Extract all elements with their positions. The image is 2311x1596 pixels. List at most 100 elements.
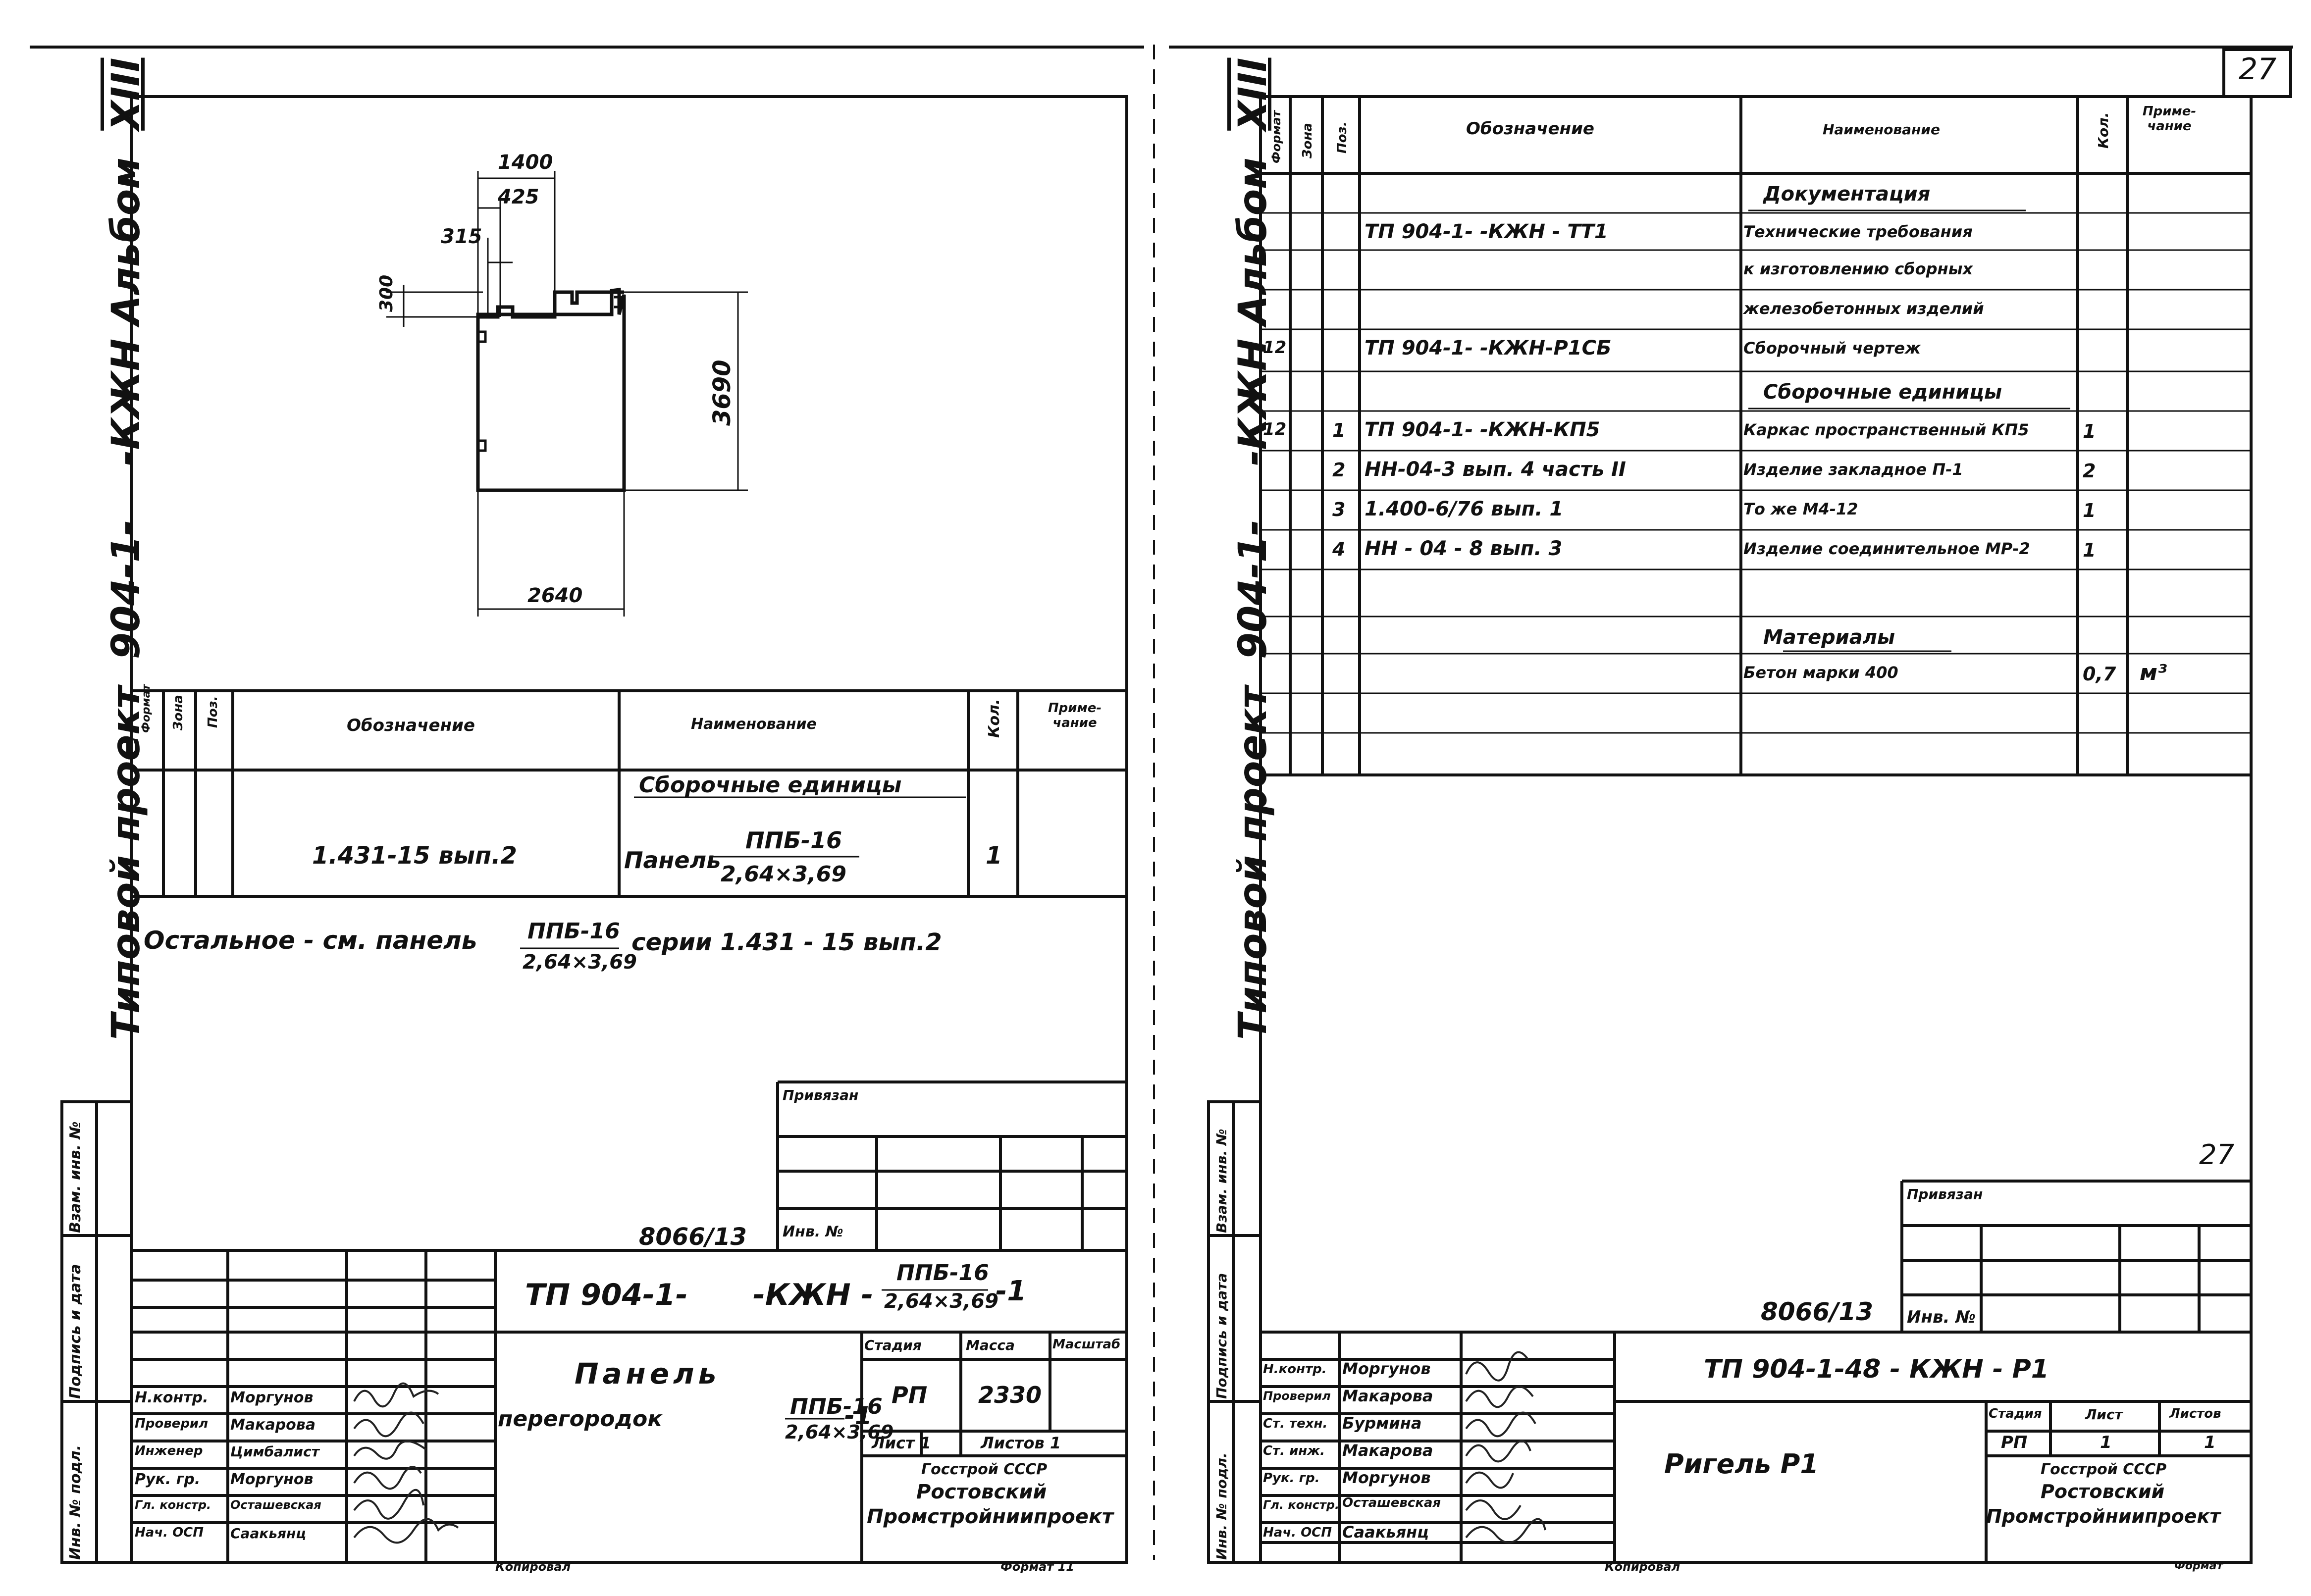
section-assembly: Сборочные единицы bbox=[639, 772, 902, 798]
staff-name-5: Саакьянц bbox=[230, 1525, 307, 1542]
staff-role-5: Нач. ОСП bbox=[135, 1525, 204, 1540]
staff-name-0: Моргунов bbox=[1342, 1359, 1431, 1378]
dim-315: 315 bbox=[441, 225, 482, 248]
row-designation: ТП 904-1- -КЖН-Р1СБ bbox=[1365, 337, 1612, 360]
hdr-name: Наименование bbox=[691, 716, 817, 733]
row-name: Изделие соединительное МР-2 bbox=[1743, 539, 2030, 558]
staff-role-4: Рук. гр. bbox=[1263, 1471, 1320, 1486]
row-name: Материалы bbox=[1763, 626, 1895, 649]
hdr-note: Приме-чание bbox=[1048, 701, 1102, 730]
drawing-code: ТП 904-1-48 - КЖН - Р1 bbox=[1704, 1354, 2049, 1384]
staff-name-2: Цимбалист bbox=[230, 1443, 319, 1460]
sheet-header: Лист bbox=[2085, 1406, 2123, 1423]
row-name: Бетон марки 400 bbox=[1743, 663, 1898, 682]
row1-name: Панель bbox=[624, 847, 721, 874]
staff-name-3: Моргунов bbox=[230, 1471, 314, 1488]
staff-role-1: Проверил bbox=[135, 1416, 209, 1431]
row-qty: 1 bbox=[2083, 539, 2096, 561]
row-name: Документация bbox=[1763, 183, 1931, 206]
org-line2: Ростовский bbox=[2041, 1481, 2165, 1502]
row-designation: ТП 904-1- -КЖН - ТТ1 bbox=[1365, 220, 1608, 243]
bound-label: Привязан bbox=[1907, 1186, 1983, 1202]
staff-role-4: Гл. констр. bbox=[135, 1498, 211, 1512]
org-line2: Ростовский bbox=[916, 1481, 1047, 1503]
row1-designation: 1.431-15 вып.2 bbox=[312, 842, 517, 870]
note-post: серии 1.431 - 15 вып.2 bbox=[631, 928, 942, 956]
staff-name-0: Моргунов bbox=[230, 1389, 314, 1406]
row-pos: 3 bbox=[1332, 499, 1346, 520]
stage-header: Стадия bbox=[1989, 1406, 2042, 1421]
dim-1400: 1400 bbox=[498, 151, 553, 174]
row-name: То же М4-12 bbox=[1743, 500, 1858, 518]
page-number-top: 27 bbox=[2239, 52, 2277, 87]
staff-name-1: Макарова bbox=[230, 1416, 316, 1434]
staff-name-6: Саакьянц bbox=[1342, 1523, 1429, 1542]
copied-label: Копировал bbox=[495, 1560, 571, 1574]
mass-value: 2330 bbox=[978, 1382, 1042, 1408]
org-line1: Госстрой СССР bbox=[2041, 1461, 2167, 1478]
row-format: 12 bbox=[1263, 338, 1287, 358]
title-suffix: -1 bbox=[844, 1401, 872, 1430]
stage-value: РП bbox=[2001, 1433, 2028, 1452]
row-designation: НН-04-3 вып. 4 часть II bbox=[1365, 458, 1626, 481]
staff-name-5: Осташевская bbox=[1342, 1495, 1441, 1510]
row-format: 12 bbox=[1263, 419, 1287, 439]
row1-frac-top: ППБ-16 bbox=[745, 827, 842, 854]
drawing-title: Ригель Р1 bbox=[1664, 1448, 1819, 1480]
org-line3: Промстройниипроект bbox=[867, 1505, 1114, 1528]
note-frac-bottom: 2,64×3,69 bbox=[523, 951, 637, 974]
format-label: Формат bbox=[2174, 1560, 2223, 1572]
stage-value: РП bbox=[892, 1382, 928, 1408]
drawing-code-frac-bottom: 2,64×3,69 bbox=[884, 1290, 998, 1313]
format-label: Формат 11 bbox=[1000, 1560, 1074, 1574]
row-name: Технические требования bbox=[1743, 222, 1973, 241]
staff-role-1: Проверил bbox=[1263, 1389, 1331, 1403]
staff-role-3: Ст. инж. bbox=[1263, 1443, 1325, 1458]
sheets-label: Листов 1 bbox=[981, 1434, 1061, 1452]
inv-no: Инв. № bbox=[783, 1223, 843, 1240]
staff-role-0: Н.контр. bbox=[1263, 1362, 1327, 1377]
hdr-note: Приме-чание bbox=[2142, 104, 2197, 134]
scale-header: Масштаб bbox=[1052, 1337, 1121, 1352]
dim-425: 425 bbox=[498, 186, 539, 208]
title-frac-top: ППБ-16 bbox=[790, 1394, 883, 1419]
sheets-value: 1 bbox=[2204, 1433, 2216, 1452]
org-line3: Промстройниипроект bbox=[1986, 1505, 2221, 1527]
staff-name-3: Макарова bbox=[1342, 1441, 1433, 1460]
staff-role-5: Гл. констр. bbox=[1263, 1498, 1340, 1512]
staff-name-4: Моргунов bbox=[1342, 1468, 1431, 1487]
sheet-value: 1 bbox=[2100, 1433, 2112, 1452]
bound-label: Привязан bbox=[783, 1087, 859, 1103]
row-name: железобетонных изделий bbox=[1743, 299, 1984, 318]
row-qty: 2 bbox=[2083, 460, 2096, 482]
drawing-code-pre: ТП 904-1- bbox=[525, 1278, 688, 1312]
doc-no: 8066/13 bbox=[1761, 1297, 1874, 1326]
staff-name-1: Макарова bbox=[1342, 1387, 1433, 1405]
copied-label: Копировал bbox=[1605, 1560, 1681, 1574]
row-designation: ТП 904-1- -КЖН-КП5 bbox=[1365, 418, 1600, 441]
staff-role-3: Рук. гр. bbox=[135, 1471, 201, 1488]
row-note: м³ bbox=[2140, 660, 2167, 685]
page-number-right: 27 bbox=[2199, 1139, 2235, 1171]
drawing-code-frac-top: ППБ-16 bbox=[896, 1260, 989, 1286]
title-line1: Панель bbox=[575, 1357, 721, 1390]
hdr-name: Наименование bbox=[1823, 121, 1940, 138]
sheets-header: Листов bbox=[2169, 1406, 2221, 1421]
row-name: Сборочные единицы bbox=[1763, 381, 2002, 404]
staff-role-2: Инженер bbox=[135, 1443, 203, 1458]
row-qty: 1 bbox=[2083, 420, 2096, 442]
row-designation: НН - 04 - 8 вып. 3 bbox=[1365, 537, 1563, 560]
hdr-designation: Обозначение bbox=[347, 716, 475, 735]
row1-qty: 1 bbox=[986, 842, 1002, 870]
mass-header: Масса bbox=[966, 1337, 1015, 1353]
drawing-code-mid: -КЖН - bbox=[753, 1278, 874, 1312]
dim-2640: 2640 bbox=[527, 584, 583, 607]
doc-no: 8066/13 bbox=[639, 1223, 747, 1251]
title-frac-bottom: 2,64×3,69 bbox=[785, 1421, 894, 1443]
row1-frac-bottom: 2,64×3,69 bbox=[721, 862, 846, 887]
staff-role-6: Нач. ОСП bbox=[1263, 1525, 1332, 1540]
staff-name-2: Бурмина bbox=[1342, 1414, 1422, 1433]
